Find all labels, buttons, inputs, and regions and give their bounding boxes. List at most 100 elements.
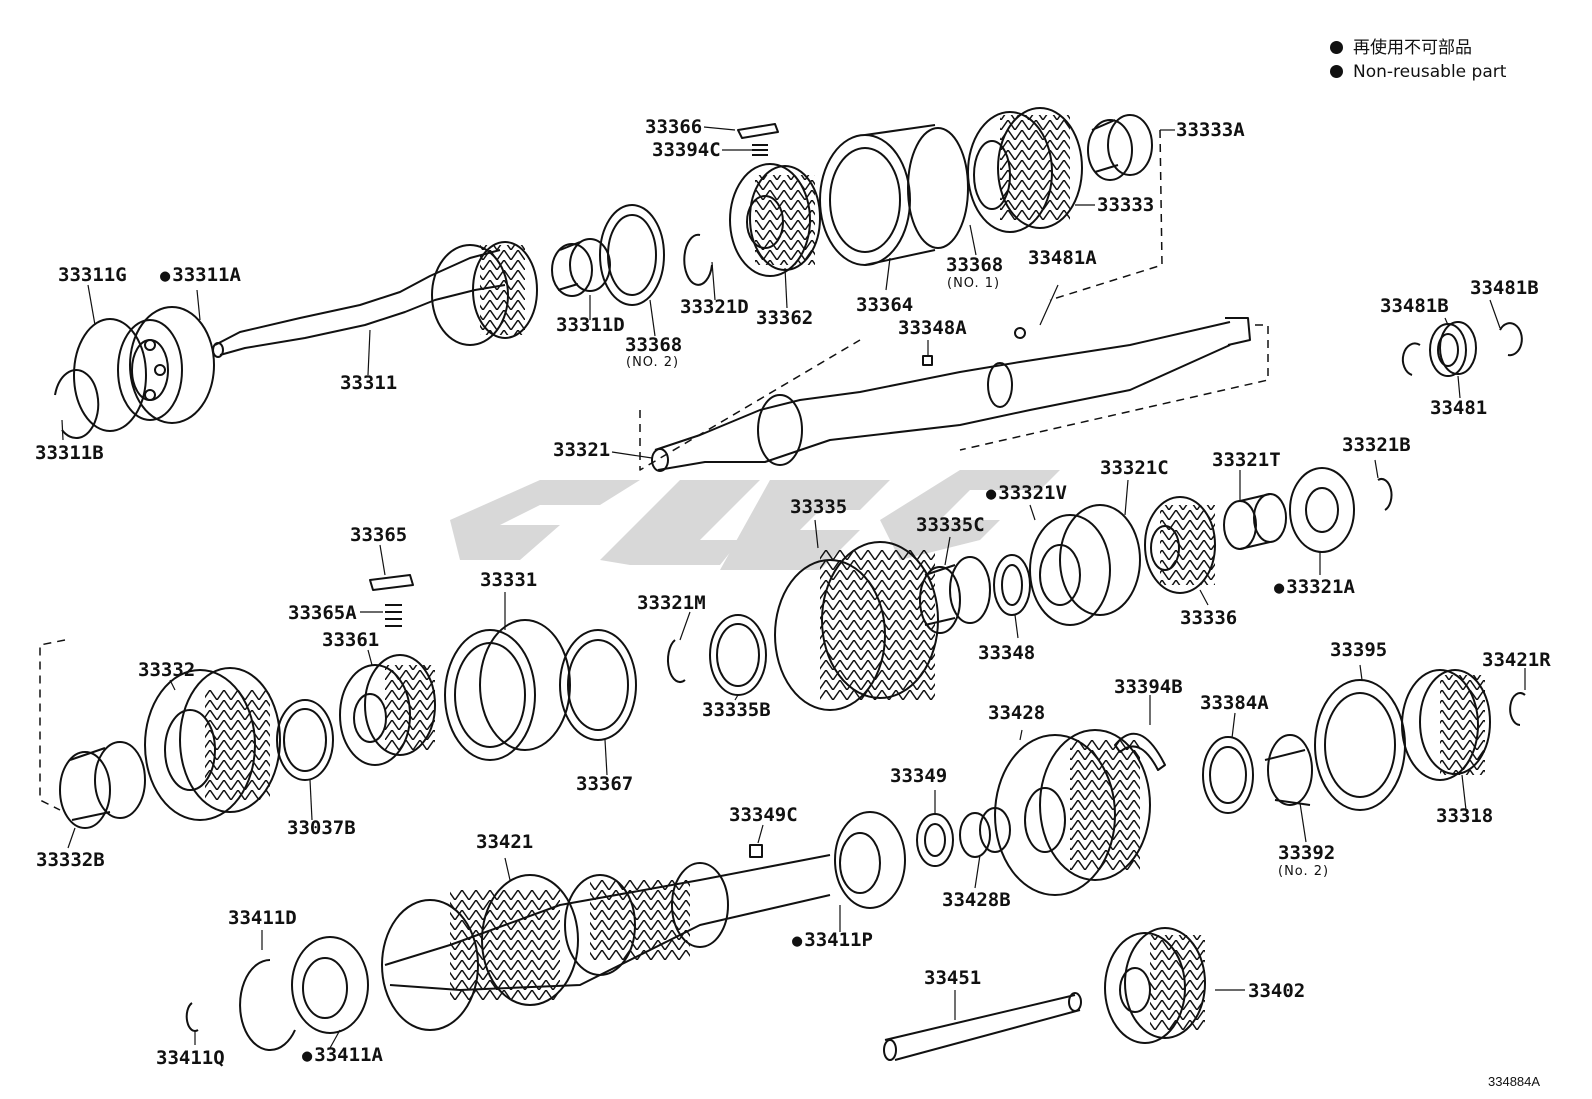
part-label-33366[interactable]: 33366	[645, 116, 703, 138]
part-label-33481[interactable]: 33481	[1430, 397, 1488, 419]
part-label-33481B-left[interactable]: 33481B	[1380, 295, 1449, 317]
part-label-33321B[interactable]: 33321B	[1342, 434, 1411, 456]
spacer-33349-ring	[916, 813, 954, 867]
part-label-33451[interactable]: 33451	[924, 967, 982, 989]
shifting-key-33365	[369, 574, 414, 591]
part-label-33349C[interactable]: 33349C	[729, 804, 798, 826]
output-shaft-33321	[651, 317, 1251, 472]
block-33349C	[749, 844, 763, 858]
snap-ring-33411D	[239, 959, 296, 1051]
part-label-33394C[interactable]: 33394C	[652, 139, 721, 161]
spring-33365A	[385, 604, 402, 627]
part-label-33311A[interactable]: 33311A	[160, 265, 241, 286]
part-label-33411A[interactable]: 33411A	[302, 1045, 383, 1066]
spring-33394C	[752, 144, 768, 156]
part-label-33421[interactable]: 33421	[476, 831, 534, 853]
legend: 再使用不可部品 Non-reusable part	[1330, 36, 1506, 84]
part-label-33421R[interactable]: 33421R	[1482, 649, 1551, 671]
part-label-33481A[interactable]: 33481A	[1028, 247, 1097, 269]
legend-row-en: Non-reusable part	[1330, 60, 1506, 84]
gear-33318	[1401, 669, 1491, 781]
part-label-33411D[interactable]: 33411D	[228, 907, 297, 929]
part-label-33321D[interactable]: 33321D	[680, 296, 749, 318]
part-label-33037B[interactable]: 33037B	[287, 817, 356, 839]
part-label-33402[interactable]: 33402	[1248, 980, 1306, 1002]
part-label-33428B[interactable]: 33428B	[942, 889, 1011, 911]
part-label-33321A[interactable]: 33321A	[1274, 577, 1355, 598]
part-label-33321V[interactable]: 33321V	[986, 483, 1067, 504]
part-label-33333[interactable]: 33333	[1097, 194, 1155, 216]
part-label-33481B-right[interactable]: 33481B	[1470, 277, 1539, 299]
part-label-33395[interactable]: 33395	[1330, 639, 1388, 661]
part-label-33367[interactable]: 33367	[576, 773, 634, 795]
bearing-33321A	[1289, 467, 1355, 553]
gear-33428	[994, 729, 1151, 896]
gear-33402	[1104, 927, 1206, 1044]
bearing-33349	[834, 811, 906, 909]
part-label-33335B[interactable]: 33335B	[702, 699, 771, 721]
part-label-33318[interactable]: 33318	[1436, 805, 1494, 827]
part-label-33321T[interactable]: 33321T	[1212, 449, 1281, 471]
ball-33348A	[922, 355, 933, 366]
part-label-33368-no1[interactable]: 33368	[946, 254, 1004, 276]
gear-33335	[774, 541, 939, 711]
part-label-33428[interactable]: 33428	[988, 702, 1046, 724]
part-label-33331[interactable]: 33331	[480, 569, 538, 591]
snap-ring-33321D	[683, 233, 713, 286]
part-label-33348A[interactable]: 33348A	[898, 317, 967, 339]
part-label-33411P[interactable]: 33411P	[792, 930, 873, 951]
part-label-33394B[interactable]: 33394B	[1114, 676, 1183, 698]
leader-lines	[61, 126, 1526, 1049]
snap-ring-33321M	[667, 639, 686, 683]
shifting-key-33366	[737, 123, 779, 139]
snap-ring-33421R	[1509, 692, 1526, 726]
legend-text-en: Non-reusable part	[1353, 62, 1507, 82]
part-label-33335[interactable]: 33335	[790, 496, 848, 518]
part-label-33335C[interactable]: 33335C	[916, 514, 985, 536]
needle-bearing-33311D	[551, 238, 611, 297]
sleeve-33331	[444, 619, 571, 761]
part-label-33311D[interactable]: 33311D	[556, 314, 625, 336]
sleeve-33395	[1314, 679, 1406, 811]
part-label-33332B[interactable]: 33332B	[36, 849, 105, 871]
synchro-ring-33368-no2	[599, 204, 665, 306]
part-label-33392[interactable]: 33392	[1278, 842, 1336, 864]
synchro-ring-33335B	[709, 614, 767, 696]
part-sublabel-no2b: (No. 2)	[1278, 864, 1330, 879]
part-label-33364[interactable]: 33364	[856, 294, 914, 316]
synchro-ring-33367	[559, 629, 637, 741]
part-label-33311B[interactable]: 33311B	[35, 442, 104, 464]
snap-ring-33481B-left	[1401, 342, 1421, 376]
part-label-33336[interactable]: 33336	[1180, 607, 1238, 629]
needle-bearing-33333A	[1087, 114, 1153, 181]
part-label-33348[interactable]: 33348	[978, 642, 1036, 664]
part-label-33321[interactable]: 33321	[553, 439, 611, 461]
part-label-33333A[interactable]: 33333A	[1176, 119, 1245, 141]
diagram-code: 334884A	[1488, 1074, 1541, 1089]
part-sublabel-no1: (NO. 1)	[947, 276, 1001, 291]
part-label-33321M[interactable]: 33321M	[637, 592, 706, 614]
part-label-33332[interactable]: 33332	[138, 659, 196, 681]
part-label-33362[interactable]: 33362	[756, 307, 814, 329]
part-label-33365[interactable]: 33365	[350, 524, 408, 546]
needle-bearing-33335C	[919, 556, 991, 634]
part-sublabel-no2: (NO. 2)	[626, 355, 680, 370]
synchro-ring-33037B	[276, 699, 334, 781]
hub-33361	[339, 654, 436, 766]
part-label-33384A[interactable]: 33384A	[1200, 692, 1269, 714]
part-label-33321C[interactable]: 33321C	[1100, 457, 1169, 479]
part-label-33311G[interactable]: 33311G	[58, 264, 127, 286]
hub-sleeve-33364	[819, 124, 969, 266]
part-label-33349[interactable]: 33349	[890, 765, 948, 787]
bearing-33321V	[1029, 504, 1141, 626]
part-label-33411Q[interactable]: 33411Q	[156, 1047, 225, 1069]
part-label-33365A[interactable]: 33365A	[288, 602, 357, 624]
spacer-33321T	[1223, 493, 1287, 550]
part-label-33361[interactable]: 33361	[322, 629, 380, 651]
legend-row-jp: 再使用不可部品	[1330, 36, 1506, 60]
part-label-33311[interactable]: 33311	[340, 372, 398, 394]
snap-ring-33311G	[73, 318, 147, 432]
synchro-ring-33384A	[1202, 736, 1254, 814]
part-label-33368-no2[interactable]: 33368	[625, 334, 683, 356]
